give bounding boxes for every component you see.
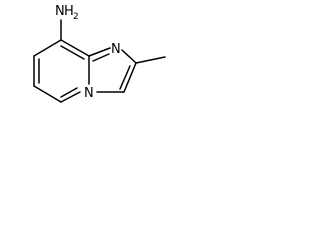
bond-c2-c3 bbox=[123, 62, 137, 93]
pyridine-ring bbox=[33, 39, 90, 103]
amine-n-label: N bbox=[55, 4, 65, 19]
bond-c8a-n1 bbox=[88, 47, 111, 57]
bond-c5-n4-inner bbox=[60, 87, 78, 98]
amine-h-subscript: 2 bbox=[73, 12, 79, 22]
structure-diagram: N H 2 N N bbox=[33, 4, 166, 103]
bond-n1-c2 bbox=[121, 49, 137, 64]
bond-c8a-c8-inner bbox=[60, 45, 85, 60]
bridgehead-n-label: N bbox=[84, 86, 94, 101]
bond-c5-n4 bbox=[60, 91, 81, 103]
amine-h-label: H bbox=[64, 4, 74, 19]
bond-c8a-n1-inner bbox=[92, 53, 110, 62]
bond-c6-c5 bbox=[33, 85, 62, 103]
imidazole-n-label: N bbox=[111, 42, 121, 57]
bond-c8-c7 bbox=[33, 39, 62, 57]
imidazole-ring bbox=[88, 47, 137, 93]
bond-c2-methyl bbox=[135, 56, 166, 64]
bond-c8a-c8 bbox=[60, 39, 90, 57]
bond-c2-c3-inner bbox=[119, 65, 131, 90]
amine-group: N H 2 bbox=[55, 4, 79, 22]
